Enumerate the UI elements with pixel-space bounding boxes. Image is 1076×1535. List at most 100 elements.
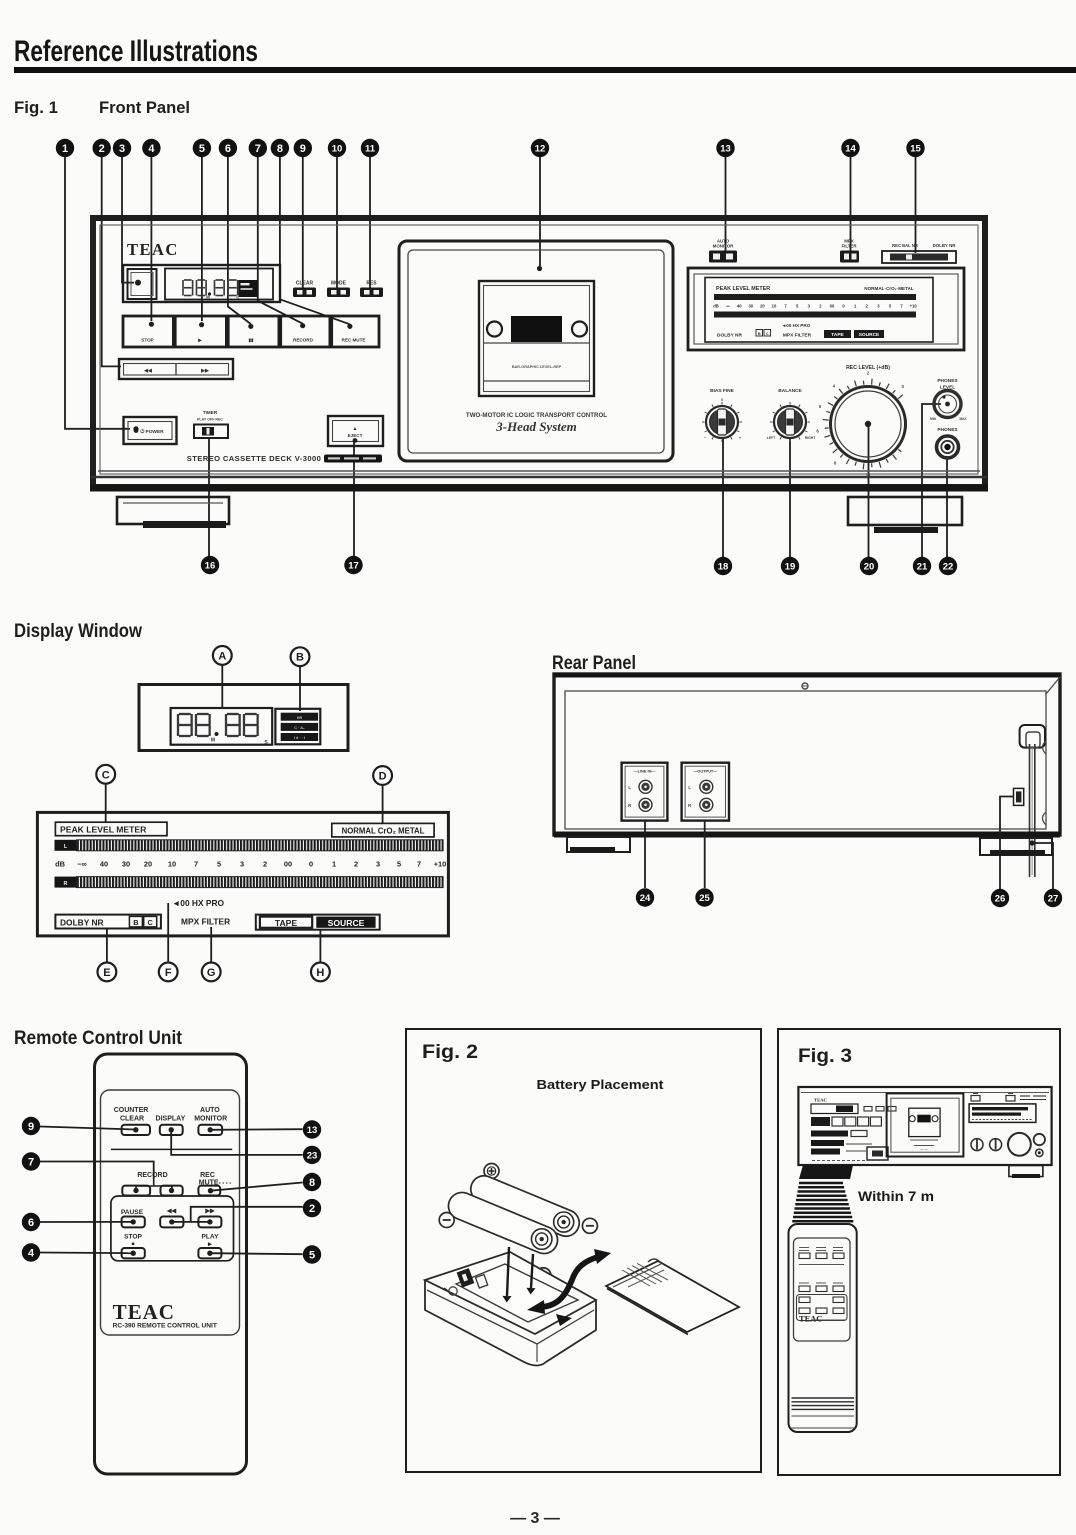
svg-text:MAX: MAX [959,417,967,421]
svg-text:40: 40 [737,304,742,309]
svg-text:TWO-MOTOR IC LOGIC TRANSPORT C: TWO-MOTOR IC LOGIC TRANSPORT CONTROL [466,412,607,419]
svg-text:4: 4 [148,143,155,155]
svg-text:0: 0 [309,860,313,869]
svg-text:23: 23 [307,1150,318,1161]
svg-text:20: 20 [864,561,875,572]
svg-text:▲: ▲ [352,426,357,432]
svg-text:■: ■ [131,1242,134,1248]
svg-text:19: 19 [785,561,796,572]
svg-text:RIGHT: RIGHT [805,436,816,440]
svg-text:L: L [628,785,631,790]
svg-text:Battery Placement: Battery Placement [537,1077,665,1092]
svg-text:22: 22 [943,561,954,572]
svg-text:2: 2 [99,143,105,155]
svg-text:9: 9 [300,143,306,155]
svg-text:C: C [766,332,769,336]
svg-text:5: 5 [199,143,205,155]
svg-text:Front Panel: Front Panel [99,98,190,117]
svg-text:TEAC: TEAC [799,1315,822,1324]
svg-text:PAUSE: PAUSE [121,1209,144,1216]
svg-text:10: 10 [772,304,777,309]
svg-text:—OUTPUT—: —OUTPUT— [693,769,717,774]
svg-text:PHONES: PHONES [937,427,958,433]
svg-text:0: 0 [721,398,723,402]
svg-text:+10: +10 [434,860,447,869]
svg-text:TIMER: TIMER [203,410,218,415]
svg-text:I d · · I: I d · · I [294,736,305,740]
svg-text:-∞: -∞ [725,304,729,309]
svg-text:E: E [103,967,110,979]
svg-text:G: G [207,967,216,979]
svg-text:C: C [148,918,154,927]
svg-text:30: 30 [122,860,130,869]
svg-text:dB: dB [55,860,65,869]
svg-text:2: 2 [263,860,267,869]
svg-text:TEAC: TEAC [113,1300,175,1324]
svg-text:CLEAR: CLEAR [120,1116,144,1123]
svg-text:B: B [296,652,304,664]
svg-text:COUNTER: COUNTER [114,1107,149,1114]
svg-text:R: R [64,881,68,887]
svg-text:1: 1 [62,143,68,155]
svg-text:20: 20 [760,304,765,309]
svg-text:13: 13 [720,143,731,154]
svg-text:+10: +10 [910,304,918,309]
svg-text:AUTO: AUTO [200,1107,220,1114]
svg-text:— 3 —: — 3 — [510,1510,560,1527]
svg-text:EJECT: EJECT [348,433,363,438]
svg-text:REC: REC [200,1172,215,1179]
svg-text:00: 00 [284,860,292,869]
svg-text:◀◀: ◀◀ [143,368,152,374]
svg-text:14: 14 [845,143,856,154]
svg-text:TEAC: TEAC [127,240,179,259]
svg-text:17: 17 [348,560,359,571]
svg-text:−∞: −∞ [77,860,87,869]
svg-text:CLEAR: CLEAR [296,281,314,287]
svg-text:PLAY OFF REC: PLAY OFF REC [197,418,223,422]
svg-text:30: 30 [748,304,753,309]
svg-text:STOP: STOP [141,338,153,343]
svg-text:11: 11 [365,143,376,154]
svg-text:8: 8 [277,143,283,155]
svg-text:B: B [133,918,138,927]
svg-text:8: 8 [309,1177,315,1189]
svg-text:RECORD: RECORD [137,1172,167,1179]
svg-text:LEFT: LEFT [767,436,776,440]
svg-text:HR: HR [297,716,303,720]
svg-text:MIN: MIN [930,417,937,421]
svg-text:A: A [218,650,226,662]
svg-text:7: 7 [194,860,198,869]
svg-text:—LINE IN—: —LINE IN— [634,769,656,774]
svg-text:BAR-GRAPHIC LEVEL-REP: BAR-GRAPHIC LEVEL-REP [512,365,562,369]
svg-text:25: 25 [699,893,710,904]
svg-text:10: 10 [866,473,871,478]
svg-text:13: 13 [307,1125,318,1136]
svg-text:◀◀: ◀◀ [166,1208,177,1215]
svg-text:DOLBY NR: DOLBY NR [933,243,957,248]
svg-text:PLAY: PLAY [202,1234,220,1241]
svg-text:NORMAL CrO₂ METAL: NORMAL CrO₂ METAL [342,827,425,836]
svg-text:FILTER: FILTER [841,244,857,249]
svg-text:18: 18 [718,561,729,572]
svg-text:C · A₂: C · A₂ [294,726,305,730]
svg-text:C: C [102,769,110,781]
svg-text:REC MUTE: REC MUTE [342,338,366,343]
svg-text:6: 6 [28,1217,34,1229]
svg-text:▶▶: ▶▶ [204,1208,215,1215]
svg-text:PEAK LEVEL METER: PEAK LEVEL METER [716,286,770,292]
svg-text:16: 16 [205,560,216,571]
svg-text:21: 21 [917,561,928,572]
svg-text:Fig. 1: Fig. 1 [14,98,58,117]
svg-text:20: 20 [144,860,152,869]
svg-text:3: 3 [376,860,380,869]
svg-text:Display Window: Display Window [14,621,142,642]
svg-text:MPX FILTER: MPX FILTER [181,917,230,927]
svg-text:TAPE: TAPE [831,332,844,338]
svg-text:MONITOR: MONITOR [194,1116,227,1123]
svg-text:00: 00 [830,304,835,309]
svg-text:5: 5 [309,1249,315,1261]
svg-text:DOLBY NR: DOLBY NR [717,333,742,339]
svg-text:12: 12 [535,143,546,154]
svg-text:PEAK LEVEL METER: PEAK LEVEL METER [60,824,147,834]
svg-text:◄00 HX PRO: ◄00 HX PRO [782,323,811,328]
